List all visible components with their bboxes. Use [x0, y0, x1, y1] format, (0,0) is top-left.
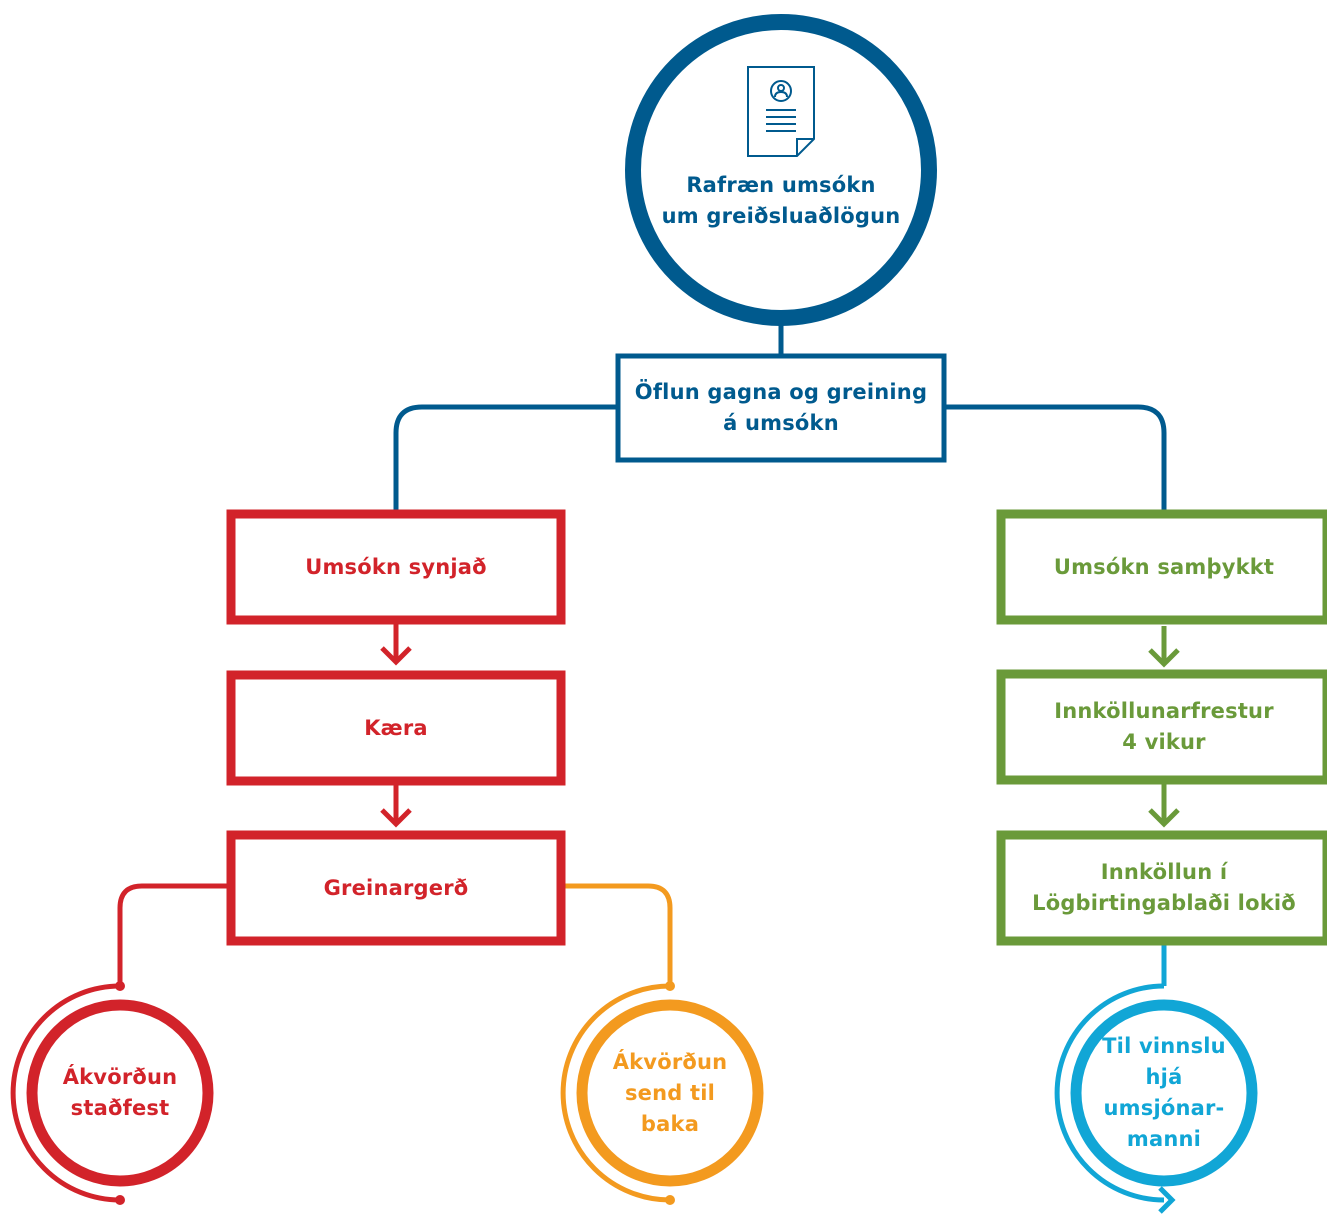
- statement-label: Greinargerð: [236, 840, 556, 936]
- start-node: [625, 14, 937, 326]
- confirmed-label: Ákvörðun staðfest: [45, 1053, 195, 1133]
- confirmed-node: [10, 981, 214, 1205]
- review-label-line2: á umsókn: [723, 411, 839, 435]
- rejected-label: Umsókn synjað: [236, 519, 556, 615]
- processing-label: Til vinnslu hjá umsjónar- manni: [1084, 1034, 1244, 1151]
- returned-line2: send til: [624, 1080, 716, 1105]
- notice-done-line2: Lögbirtingablaði lokið: [1032, 891, 1296, 915]
- application-document-icon: [747, 66, 815, 157]
- notice-period-line1: Innköllunarfrestur: [1054, 699, 1274, 723]
- connector-review-rejected: [393, 404, 618, 514]
- approved-label: Umsókn samþykkt: [1006, 519, 1322, 615]
- appeal-box: [226, 670, 566, 786]
- confirmed-line1: Ákvörðun: [62, 1065, 178, 1089]
- arrow-approved-notice: [1148, 626, 1180, 668]
- notice-period-line2: 4 vikur: [1122, 730, 1206, 754]
- review-label: Öflun gagna og greining á umsókn: [621, 359, 941, 457]
- review-box: [615, 353, 947, 463]
- review-label-line1: Öflun gagna og greining: [634, 380, 928, 404]
- processing-line1: Til vinnslu: [1102, 1034, 1226, 1058]
- notice-done-line1: Innköllun í: [1100, 860, 1228, 884]
- confirmed-line2: staðfest: [70, 1096, 170, 1120]
- start-label-line2: um greiðsluaðlögun: [661, 204, 901, 228]
- arrow-head-icon: [1158, 1186, 1176, 1214]
- connector-statement-returned: [562, 883, 673, 986]
- returned-line1: Ákvörðun: [612, 1049, 728, 1074]
- returned-label: Ákvörðun send til baka: [595, 1043, 745, 1143]
- approved-box: [996, 509, 1327, 625]
- processing-line3: manni: [1126, 1127, 1202, 1151]
- notice-period-label: Innköllunarfrestur 4 vikur: [1006, 679, 1322, 775]
- connector-statement-confirmed: [117, 883, 231, 986]
- processing-line2: hjá umsjónar-: [1103, 1065, 1225, 1120]
- start-label: Rafræn umsókn um greiðsluaðlögun: [631, 168, 931, 234]
- appeal-label: Kæra: [236, 680, 556, 776]
- connector-review-approved: [944, 404, 1167, 514]
- notice-done-box: [996, 830, 1327, 946]
- rejected-label-text: Umsókn synjað: [305, 554, 487, 579]
- appeal-label-text: Kæra: [364, 715, 428, 740]
- notice-period-box: [996, 669, 1327, 785]
- start-label-line1: Rafræn umsókn: [686, 173, 876, 197]
- statement-box: [226, 830, 566, 946]
- statement-label-text: Greinargerð: [323, 875, 469, 900]
- notice-done-label: Innköllun í Lögbirtingablaði lokið: [1006, 840, 1322, 936]
- arrow-notice-done: [1148, 784, 1180, 828]
- returned-line3: baka: [640, 1111, 700, 1136]
- arrow-rejected-appeal: [380, 624, 412, 666]
- rejected-box: [226, 509, 566, 625]
- processing-node: [1054, 983, 1258, 1214]
- arrow-appeal-statement: [380, 785, 412, 828]
- returned-node: [560, 981, 764, 1205]
- approved-label-text: Umsókn samþykkt: [1053, 554, 1275, 579]
